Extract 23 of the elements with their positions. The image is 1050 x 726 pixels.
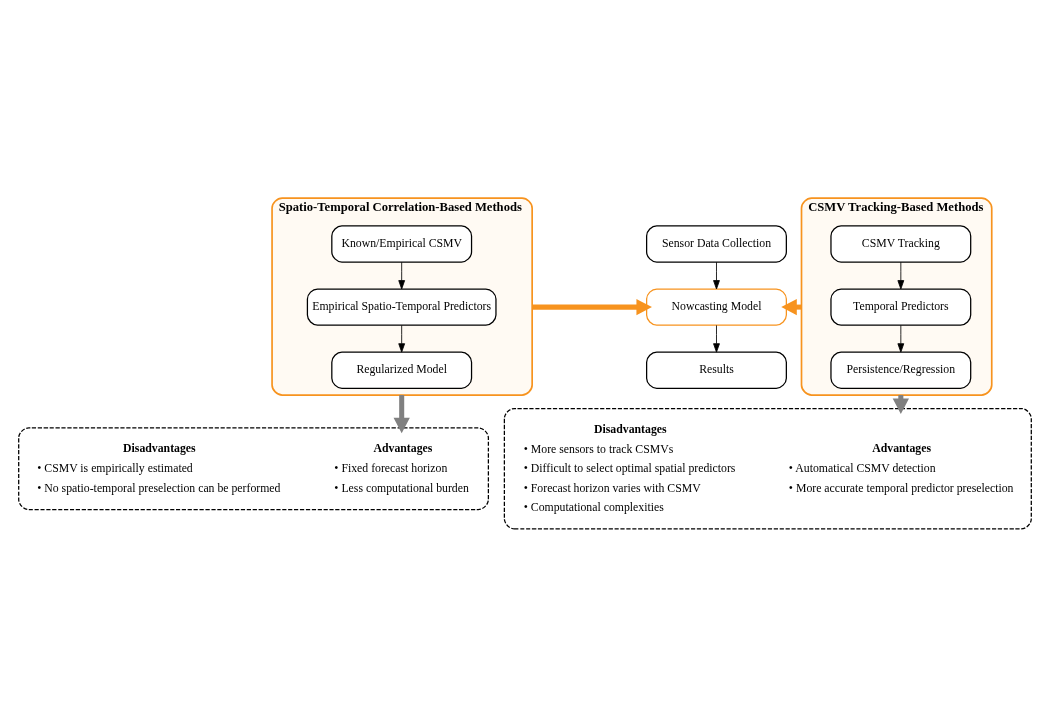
arrow bbox=[398, 261, 406, 289]
node-box: Persistence/Regression bbox=[830, 351, 972, 389]
arrow bbox=[897, 324, 905, 353]
arrow bbox=[713, 261, 720, 289]
node-box: Sensor Data Collection bbox=[646, 224, 787, 263]
node-text: Disadvantages • More sensors to track CSMVs • Difficult to select optimal spatial predictors • Forecast horizon varies with CSMV • Computational complexities bbox=[523, 422, 736, 514]
arrow bbox=[713, 324, 720, 353]
node-text: Advantages • Automatical CSMV detection • More accurate temporal predictor preselection bbox=[788, 441, 1014, 495]
node-text: Advantages • Fixed forecast horizon • Less computational burden bbox=[334, 441, 469, 495]
arrow bbox=[398, 324, 406, 353]
cluster bbox=[503, 407, 1032, 530]
node-box: Known/Empirical CSMV bbox=[331, 224, 473, 263]
cluster bbox=[18, 426, 489, 510]
node-box: Temporal Predictors bbox=[830, 287, 972, 326]
arrow bbox=[897, 261, 905, 289]
node-box: Nowcasting Model bbox=[646, 287, 787, 326]
node-box: Regularized Model bbox=[331, 351, 473, 389]
node-box: Results bbox=[646, 351, 787, 389]
node-text: Disadvantages • CSMV is empirically estimated • No spatio-temporal preselection can be performed bbox=[37, 441, 281, 495]
node-box: Empirical Spatio-Temporal Predictors bbox=[306, 287, 497, 326]
arrow bbox=[393, 394, 410, 433]
arrow bbox=[532, 298, 652, 315]
node-box: CSMV Tracking bbox=[830, 224, 972, 263]
